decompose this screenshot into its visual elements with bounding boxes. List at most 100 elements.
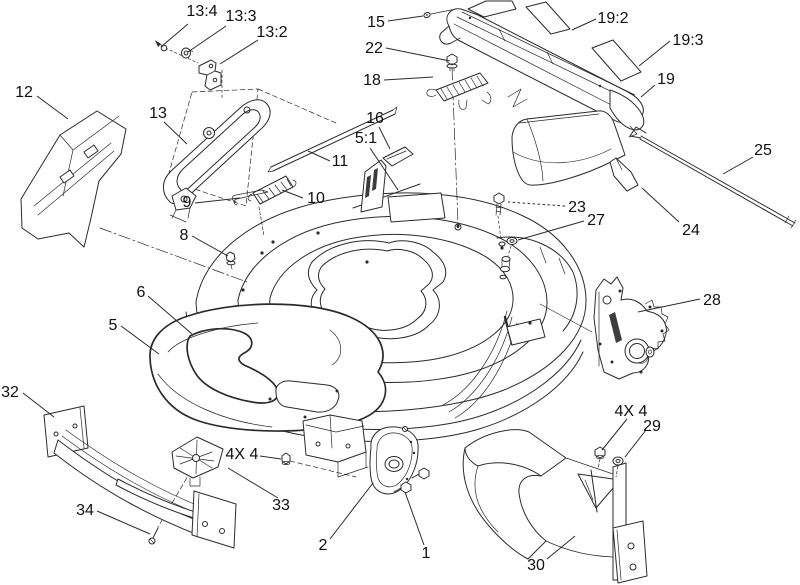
part-19-3-plate bbox=[591, 39, 642, 82]
callout-16: 16 bbox=[366, 110, 384, 127]
leader-25 bbox=[722, 156, 754, 175]
leader-19-2 bbox=[571, 18, 597, 31]
leader-28 bbox=[637, 298, 701, 313]
part-22-bolt bbox=[446, 53, 460, 228]
callout-10: 10 bbox=[307, 190, 325, 207]
leader-lines bbox=[22, 15, 754, 560]
callout-13-4: 13:4 bbox=[186, 3, 217, 20]
callout-4x4-left: 4X 4 bbox=[226, 446, 259, 463]
leader-13 bbox=[163, 121, 188, 145]
deck-apron-slot bbox=[275, 380, 340, 413]
part-18-latch-plate bbox=[426, 72, 492, 110]
leader-12 bbox=[36, 95, 69, 120]
leader-18 bbox=[383, 76, 434, 81]
leader-13-4 bbox=[161, 23, 189, 47]
callout-15: 15 bbox=[367, 14, 385, 31]
leader-9 bbox=[194, 197, 241, 204]
leader-19 bbox=[640, 84, 656, 98]
part-28-adjuster-plate bbox=[593, 276, 670, 380]
callout-19-2: 19:2 bbox=[597, 10, 628, 27]
callout-34: 34 bbox=[76, 502, 94, 519]
part-32-bumper bbox=[43, 405, 237, 549]
leader-5 bbox=[120, 325, 160, 355]
part-13-2-bracket bbox=[198, 59, 222, 91]
leader-5-1 bbox=[369, 147, 399, 191]
part-23-bolt bbox=[493, 192, 505, 216]
callout-12: 12 bbox=[15, 84, 33, 101]
leader-11 bbox=[307, 150, 331, 162]
part-deck-housing bbox=[149, 146, 593, 478]
callout-18: 18 bbox=[363, 72, 381, 89]
part-2-cover-plate bbox=[369, 426, 419, 495]
part-11-rod bbox=[267, 106, 398, 173]
part-8-bolt bbox=[225, 251, 236, 270]
callout-13-3: 13:3 bbox=[225, 8, 256, 25]
part-13-4-screw bbox=[155, 40, 168, 52]
part-34-screw bbox=[148, 527, 159, 545]
leader-1 bbox=[404, 491, 425, 546]
deck-rear-wall bbox=[387, 192, 446, 223]
leader-4x4-left bbox=[259, 455, 282, 460]
callout-28: 28 bbox=[703, 292, 721, 309]
callout-2: 2 bbox=[319, 537, 328, 554]
leader-4x4-right bbox=[601, 418, 628, 451]
callout-29: 29 bbox=[643, 418, 661, 435]
callout-13-2: 13:2 bbox=[256, 24, 287, 41]
callout-32: 32 bbox=[1, 384, 19, 401]
deck-rear-bracket-tab bbox=[382, 146, 414, 167]
part-29-washer bbox=[612, 456, 624, 478]
leader-2 bbox=[329, 482, 374, 540]
deck-rear-tab bbox=[506, 318, 546, 346]
callout-8: 8 bbox=[180, 227, 189, 244]
leader-10 bbox=[281, 189, 304, 199]
callout-6: 6 bbox=[137, 284, 146, 301]
callout-22: 22 bbox=[365, 40, 383, 57]
part-10-damper bbox=[247, 175, 297, 205]
leader-32 bbox=[22, 392, 55, 418]
callout-5: 5 bbox=[109, 317, 118, 334]
callout-25: 25 bbox=[754, 142, 772, 159]
callout-13: 13 bbox=[149, 105, 167, 122]
part-30-rear-housing bbox=[462, 429, 648, 584]
callout-5-1: 5:1 bbox=[355, 130, 377, 147]
deck-mount-box bbox=[302, 414, 367, 463]
leader-6 bbox=[147, 295, 193, 335]
leader-15 bbox=[387, 15, 424, 22]
leader-29 bbox=[624, 429, 647, 458]
callout-30: 30 bbox=[527, 557, 545, 574]
leader-30 bbox=[546, 535, 576, 560]
leader-24 bbox=[641, 187, 680, 223]
part-19-2-plate bbox=[525, 1, 571, 35]
callout-11: 11 bbox=[332, 153, 349, 170]
callout-1: 1 bbox=[422, 545, 431, 562]
leader-16 bbox=[378, 126, 391, 150]
callout-19-3: 19:3 bbox=[672, 32, 703, 49]
part-27-plug bbox=[500, 237, 518, 273]
part-24-deflector bbox=[511, 110, 639, 192]
leader-22 bbox=[385, 47, 451, 62]
part-25-rod bbox=[629, 126, 797, 229]
leader-13-3 bbox=[187, 25, 227, 53]
leader-8 bbox=[191, 235, 229, 257]
leader-34 bbox=[96, 510, 151, 535]
callout-27: 27 bbox=[587, 212, 605, 229]
callout-33: 33 bbox=[272, 497, 290, 514]
part-13-lever-assembly bbox=[162, 99, 271, 223]
callout-19: 19 bbox=[657, 71, 675, 88]
part-12-side-cover bbox=[20, 110, 127, 248]
callout-24: 24 bbox=[682, 222, 700, 239]
leader-19-3 bbox=[638, 40, 671, 67]
part-4x4-nut-left bbox=[281, 452, 291, 465]
part-1-bolts bbox=[393, 467, 430, 494]
callout-labels: 13:4 13:3 13:2 12 13 11 10 9 8 15 22 18 … bbox=[1, 3, 772, 574]
leader-13-2 bbox=[219, 39, 259, 65]
leader-27 bbox=[517, 220, 585, 241]
callout-23: 23 bbox=[568, 199, 586, 216]
callout-9: 9 bbox=[183, 194, 192, 211]
part-33-bracket bbox=[171, 436, 224, 487]
deck-front-apron bbox=[149, 303, 387, 432]
part-9-spring bbox=[231, 189, 269, 206]
leader-33 bbox=[227, 467, 279, 499]
